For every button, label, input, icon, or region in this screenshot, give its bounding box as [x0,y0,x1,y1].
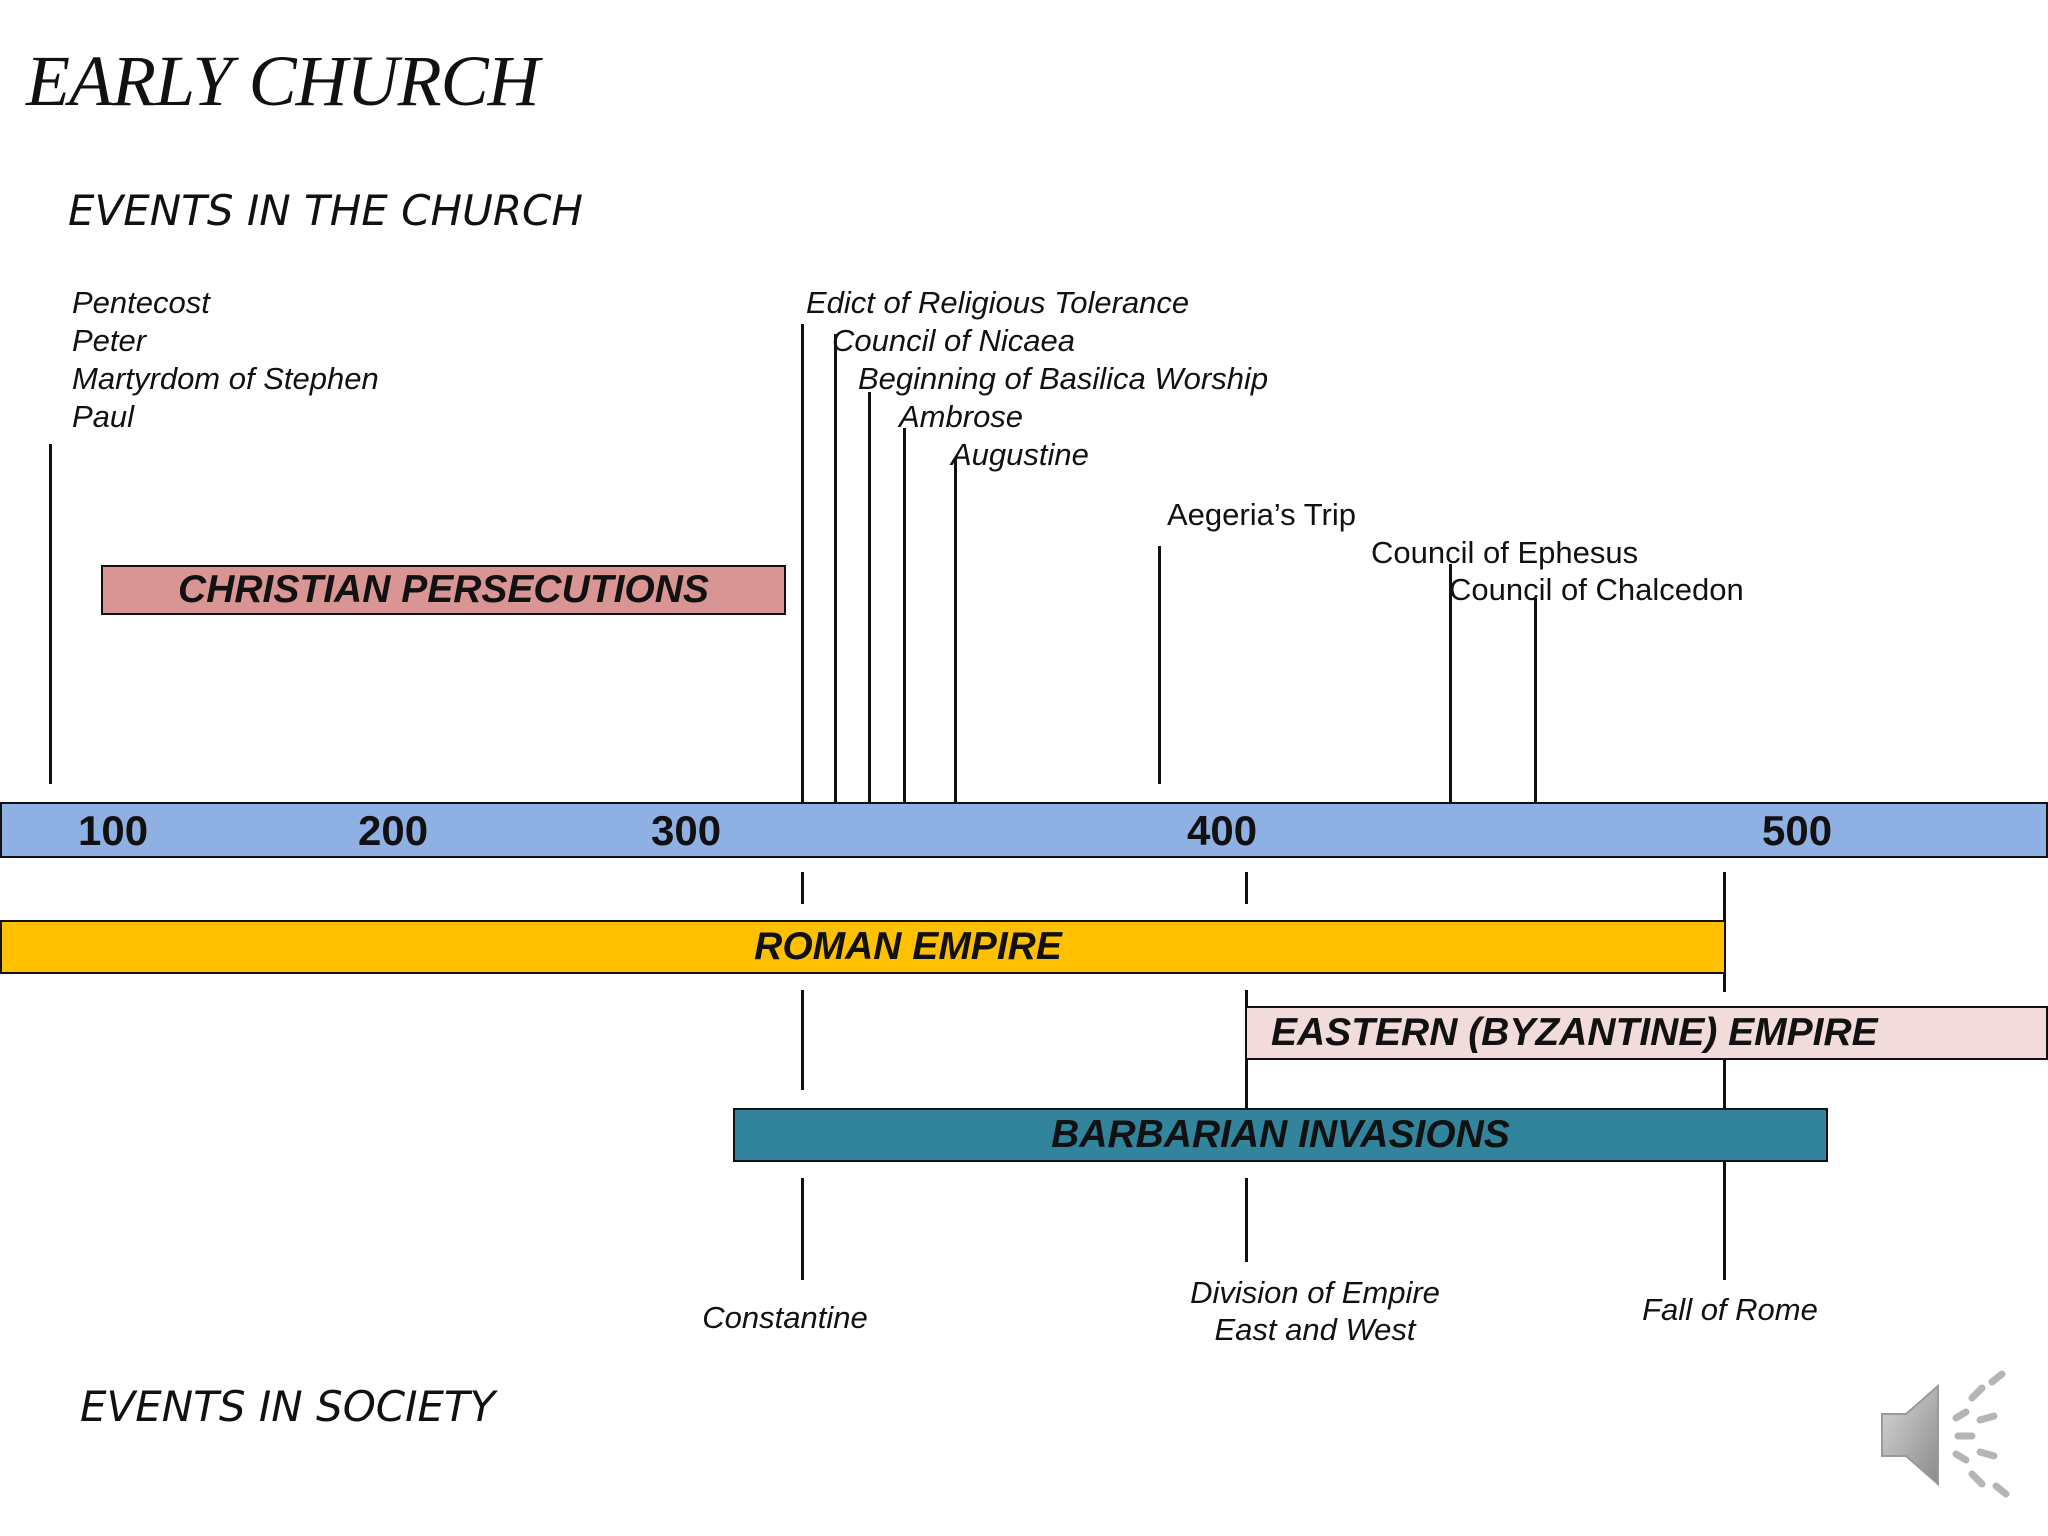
band-barbarian-invasions: BARBARIAN INVASIONS [733,1108,1828,1162]
event-peter: Peter [72,323,147,358]
band-eastern-empire: EASTERN (BYZANTINE) EMPIRE [1245,1006,2048,1060]
marker-fall-2 [1723,1058,1726,1110]
timeline-axis [0,802,2048,858]
axis-tick-300: 300 [651,807,722,854]
event-fall-of-rome: Fall of Rome [1642,1292,1818,1327]
marker-fall-3 [1723,1160,1726,1280]
speaker-icon[interactable] [1876,1370,2016,1500]
church-events-heading: EVENTS IN THE CHURCH [68,186,583,235]
event-martyrdom-stephen: Martyrdom of Stephen [72,361,379,396]
society-events-heading: EVENTS IN SOCIETY [80,1382,496,1431]
marker-line-ambrose [903,428,906,802]
marker-line-chalcedon [1534,598,1537,802]
band-roman-empire: ROMAN EMPIRE [0,920,1726,974]
marker-line-nicaea [834,334,837,802]
marker-line-augustine [954,458,957,802]
axis-tick-500: 500 [1762,807,1833,854]
event-division-line1: Division of Empire [1190,1275,1440,1310]
marker-division-3 [1245,1178,1248,1262]
event-ambrose: Ambrose [899,399,1024,434]
marker-constantine-2 [801,990,804,1090]
event-augustine: Augustine [951,437,1089,472]
event-division-line2: East and West [1214,1312,1416,1347]
band-eastern-empire-label: EASTERN (BYZANTINE) EMPIRE [1271,1011,1878,1054]
marker-line-basilica [868,392,871,802]
event-basilica-worship: Beginning of Basilica Worship [858,361,1269,396]
marker-constantine-1 [801,872,804,904]
marker-line-ephesus [1449,564,1452,802]
marker-division-1 [1245,872,1248,904]
event-aegeria-trip: Aegeria’s Trip [1167,497,1356,532]
marker-line-early [49,444,52,784]
axis-tick-200: 200 [358,807,429,854]
marker-line-aegeria [1158,546,1161,784]
event-paul: Paul [72,399,135,434]
event-pentecost: Pentecost [72,285,210,320]
band-christian-persecutions: CHRISTIAN PERSECUTIONS [101,565,786,615]
marker-constantine-3 [801,1178,804,1280]
event-edict-tolerance: Edict of Religious Tolerance [806,285,1190,320]
axis-tick-100: 100 [78,807,149,854]
event-council-chalcedon: Council of Chalcedon [1449,572,1744,607]
axis-tick-400: 400 [1187,807,1258,854]
event-council-nicaea: Council of Nicaea [832,323,1075,358]
event-constantine: Constantine [702,1300,868,1335]
event-council-ephesus: Council of Ephesus [1371,535,1639,570]
marker-line-edict [801,324,804,802]
band-roman-empire-label: ROMAN EMPIRE [754,925,1062,968]
page-title: EARLY CHURCH [26,41,540,121]
